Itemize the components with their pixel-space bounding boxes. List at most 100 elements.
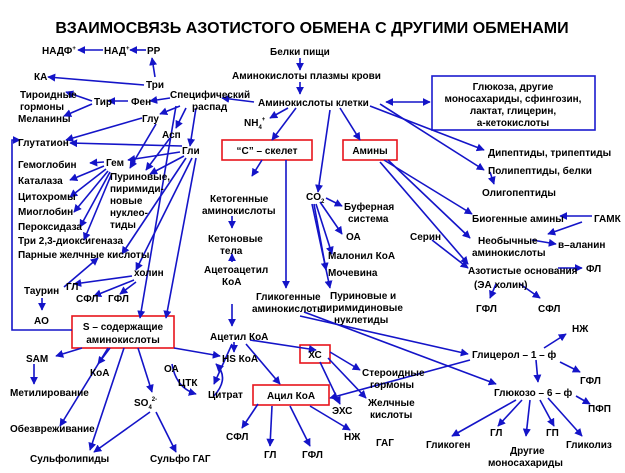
heme-label: Гем	[106, 158, 124, 169]
sulfo-gag-label: Сульфо ГАГ	[150, 453, 211, 465]
purine-label-1: Пуриновые,	[110, 172, 170, 183]
cytochromes-label: Цитохромы	[18, 192, 76, 203]
purine-label-2: пиримиди-	[110, 184, 164, 195]
peroxidase-label: Пероксидаза	[18, 222, 82, 233]
purine-label-5: тиды	[110, 220, 136, 231]
acetyl-coa-label: Ацетил КоА	[210, 332, 268, 343]
hemoglobin-label: Гемоглобин	[18, 159, 77, 171]
glutathione-label: Глутатион	[18, 138, 69, 149]
bile-acids-right-label-1: Желчные	[367, 398, 415, 409]
fl-right-label: ФЛ	[586, 264, 601, 275]
glycogen-label: Гликоген	[426, 440, 470, 451]
gfl-left-label: ГФЛ	[108, 294, 129, 305]
specific-breakdown-label-2: распад	[192, 102, 228, 113]
amines-label: Амины	[352, 146, 387, 157]
gfl-bottom-label: ГФЛ	[302, 450, 323, 461]
tyroid-label-1: Тироидные	[20, 90, 77, 101]
asp-label: Асп	[162, 130, 181, 141]
purine-nucleotides-label-2: пиримидиновые	[320, 303, 403, 314]
sulfate-label: SO42-	[134, 397, 157, 411]
nadf-label: НАДФ+	[42, 46, 76, 57]
glucose-box-line-1: Глюкоза, другие	[473, 82, 554, 93]
acyl-coa-label: Ацил КоА	[267, 391, 315, 402]
beta-alanine-label: в–аланин	[558, 240, 605, 251]
tyroid-label-2: гормоны	[20, 102, 64, 113]
ao-left-label: АО	[34, 316, 49, 327]
dipeptides-label: Дипептиды, трипептиды	[488, 148, 611, 159]
other-monosaccharides-label-2: моносахариды	[488, 458, 563, 469]
purine-label-3: новые	[110, 196, 143, 207]
co2-label: CO2	[306, 192, 325, 205]
cell-amino-acids-label: Аминокислоты клетки	[258, 98, 369, 109]
nzh-bottom-label: НЖ	[344, 432, 361, 443]
bile-acids-label: Парные желчные кислоты	[18, 250, 149, 261]
melanins-label: Меланины	[18, 114, 71, 125]
specific-breakdown-label-1: Специфический	[170, 89, 250, 101]
tri-label: Три	[146, 80, 164, 91]
choline-left-label: холин	[134, 268, 164, 279]
ammonium-label: NH4+	[244, 117, 266, 131]
biogenic-amines-label: Биогенные амины	[472, 214, 564, 225]
gfl-glycerol-label: ГФЛ	[580, 376, 601, 387]
detoxification-label: Обезвреживание	[10, 423, 95, 435]
dioxygenase-label: Три 2,3-диоксигеназа	[18, 236, 123, 247]
buffer-label-1: Буферная	[344, 201, 394, 213]
ketogenic-label-1: Кетогенные	[210, 194, 269, 205]
pp-label: PP	[147, 46, 161, 57]
gfl-right-label: ГФЛ	[476, 304, 497, 315]
glucose-box-line-3: лактат, глицерин,	[470, 106, 557, 117]
gli-label: Гли	[182, 146, 200, 157]
fen-label: Фен	[131, 97, 151, 108]
s-amino-acids-label-1: S – содержащие	[83, 322, 164, 333]
citrate-label: Цитрат	[208, 390, 243, 401]
glucose-6-phosphate-label: Глюкозо – 6 – ф	[494, 387, 573, 399]
glycogenic-label-2: аминокислоты	[252, 304, 326, 315]
catalase-label: Каталаза	[18, 176, 63, 187]
glucose-box-line-2: моносахариды, сфингозин,	[445, 93, 582, 105]
purine-nucleotides-label-3: нуклетиды	[334, 315, 388, 326]
plasma-amino-acids-label: Аминокислоты плазмы крови	[232, 71, 381, 82]
c-skeleton-box	[221, 139, 313, 161]
steroid-hormones-label-1: Стероидные	[362, 368, 425, 379]
glucose-box	[431, 75, 596, 131]
bile-acids-right-label-2: кислоты	[370, 410, 412, 421]
labels: НАДФ+ НАД+ PP КА Три Тироидные гормоны М…	[10, 46, 622, 469]
coa-s-label: КоА	[90, 368, 109, 379]
ethercholesterol-label: ЭХС	[332, 406, 352, 417]
glycerol-phosphate-label: Глицерол – 1 – ф	[472, 349, 556, 361]
gl-bottom2-label: ГЛ	[490, 428, 502, 439]
glycogenic-label-1: Гликогенные	[256, 292, 321, 303]
arrows	[11, 46, 592, 453]
sfl-right-label: СФЛ	[538, 304, 560, 315]
gaba-label: ГАМК	[594, 214, 622, 225]
amines-box	[342, 139, 398, 161]
taurine-label: Таурин	[24, 286, 59, 297]
myoglobin-label: Миоглобин	[18, 206, 73, 218]
oligopeptides-label: Олигопептиды	[482, 188, 556, 199]
acetoacetyl-label-2: КоА	[222, 277, 241, 288]
sam-label: SAM	[26, 354, 48, 365]
oa-mid-label: ОА	[346, 232, 361, 243]
glucose-box-line-4: а-кетокислоты	[477, 118, 549, 129]
ka-label: КА	[34, 72, 47, 83]
oa-cycle-label: ОА	[164, 364, 179, 375]
acyl-coa-box	[252, 384, 330, 406]
tir-label: Тир	[94, 97, 112, 108]
buffer-label-2: система	[348, 214, 389, 225]
dietary-proteins-label: Белки пищи	[270, 47, 330, 58]
polypeptides-label: Полипептиды, белки	[488, 165, 592, 177]
gag-label: ГАГ	[376, 438, 394, 449]
unusual-aa-label-1: Необычные	[478, 235, 538, 247]
methylation-label: Метилирование	[10, 388, 89, 399]
c-skeleton-label: “С” – скелет	[236, 146, 297, 157]
s-amino-acids-box	[71, 315, 175, 349]
hs-coa-label: HS КоА	[222, 354, 258, 365]
purine-label-4: нуклео-	[110, 208, 148, 219]
pentose-phosphate-label: ПФП	[588, 404, 611, 415]
gl-bottom-label: ГЛ	[264, 450, 276, 461]
steroid-hormones-label-2: гормоны	[370, 380, 414, 391]
nad-label: НАД+	[104, 46, 130, 57]
sulfolipids-label: Сульфолипиды	[30, 453, 109, 465]
tca-label: ЦТК	[178, 378, 198, 389]
